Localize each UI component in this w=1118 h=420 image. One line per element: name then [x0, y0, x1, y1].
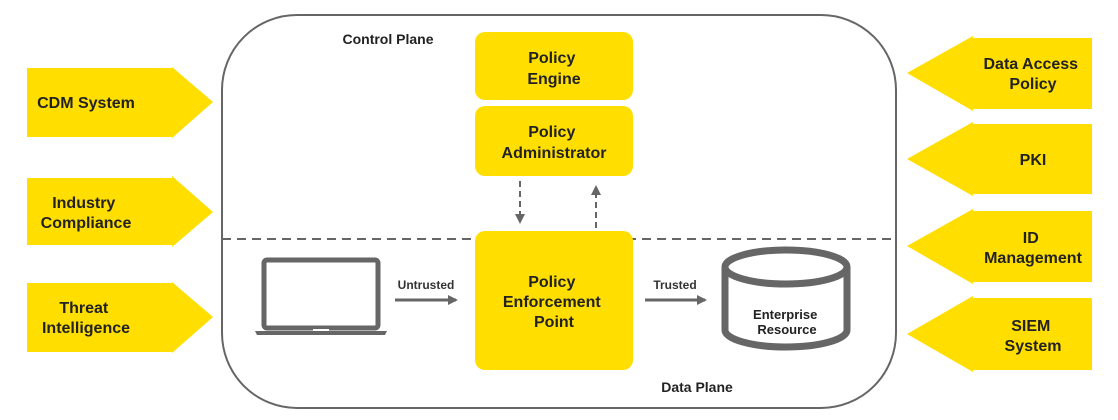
right-input-siem-system: SIEM System — [907, 296, 1092, 372]
untrusted-label: Untrusted — [398, 278, 455, 292]
svg-text:Threat Intelligence: Threat Intelligence — [42, 300, 130, 337]
svg-text:Data Access Policy: Data Access Policy — [983, 56, 1082, 93]
svg-text:Policy Administrator: Policy Administrator — [502, 124, 607, 162]
pep-line-2: Enforcement — [503, 294, 601, 311]
right-input-id-management: ID Management — [907, 209, 1092, 284]
policy-administrator-box: Policy Administrator — [475, 106, 633, 176]
pep-line-3: Point — [534, 314, 575, 331]
siem-system-line-2: System — [1005, 338, 1062, 355]
trusted-label: Trusted — [653, 278, 696, 292]
pep-line-1: Policy — [528, 274, 575, 291]
siem-system-line-1: SIEM — [1011, 318, 1050, 335]
svg-text:Policy Enforcement: Policy Enforcement Point — [503, 274, 605, 331]
policy-engine-line-2: Engine — [527, 71, 580, 88]
threat-intelligence-line-2: Intelligence — [42, 320, 130, 337]
threat-intelligence-line-1: Threat — [59, 300, 109, 317]
data-access-policy-line-1: Data Access — [983, 56, 1078, 73]
id-management-line-2: Management — [984, 250, 1082, 267]
enterprise-resource-line-2: Resource — [757, 322, 816, 337]
data-access-policy-line-2: Policy — [1009, 76, 1056, 93]
industry-compliance-line-2: Compliance — [41, 215, 132, 232]
svg-text:SIEM System: SIEM System — [1005, 318, 1062, 355]
pki-label: PKI — [1020, 152, 1047, 169]
data-plane-label: Data Plane — [661, 379, 733, 395]
policy-administrator-line-2: Administrator — [502, 145, 607, 162]
policy-engine-line-1: Policy — [528, 50, 575, 67]
laptop-icon — [255, 257, 387, 335]
svg-text:CDM System: CDM System — [37, 95, 135, 112]
svg-text:Policy Engine: Policy Engine — [527, 50, 580, 88]
policy-administrator-line-1: Policy — [528, 124, 575, 141]
trust-boundary — [221, 14, 897, 409]
policy-engine-box: Policy Engine — [475, 32, 633, 100]
database-icon: Enterprise Resource — [721, 246, 851, 351]
svg-text:Enterprise Resource: Enterprise Resource — [753, 307, 821, 337]
right-input-pki: PKI — [907, 122, 1092, 196]
svg-text:Industry Compliance: Industry Compliance — [41, 195, 132, 232]
enterprise-resource-line-1: Enterprise — [753, 307, 817, 322]
cdm-system-label: CDM System — [37, 95, 135, 112]
control-plane-label: Control Plane — [342, 31, 433, 47]
id-management-line-1: ID — [1023, 230, 1039, 247]
industry-compliance-line-1: Industry — [52, 195, 115, 212]
policy-enforcement-point-box: Policy Enforcement Point — [475, 231, 633, 370]
left-input-industry-compliance: Industry Compliance — [27, 176, 213, 247]
svg-text:PKI: PKI — [1020, 152, 1047, 169]
svg-text:ID Management: ID Management — [984, 230, 1082, 267]
left-input-threat-intelligence: Threat Intelligence — [27, 282, 213, 353]
left-input-cdm-system: CDM System — [27, 67, 213, 138]
right-input-data-access-policy: Data Access Policy — [907, 36, 1092, 111]
